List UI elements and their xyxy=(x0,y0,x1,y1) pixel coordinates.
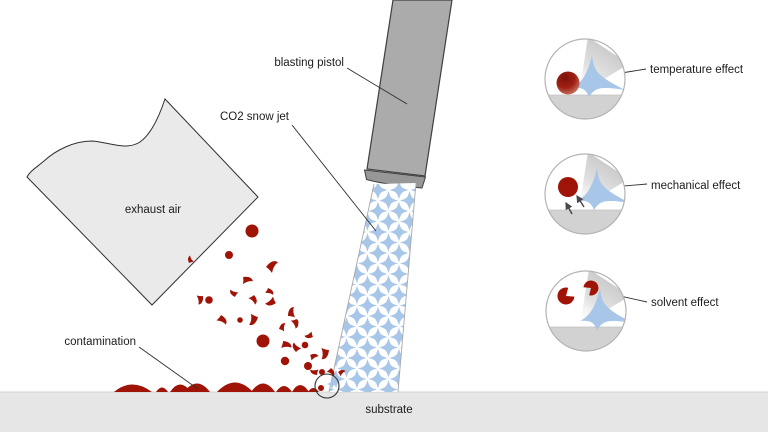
dissolving-particle-icon xyxy=(557,280,599,305)
label-temperature-effect: temperature effect xyxy=(650,64,744,76)
substrate-surface xyxy=(0,391,768,432)
snow-star-icon xyxy=(410,348,416,368)
snow-star-icon xyxy=(306,307,325,326)
inset-substrate xyxy=(546,327,626,351)
snow-star-icon xyxy=(329,264,346,284)
snow-star-icon xyxy=(306,286,325,305)
snow-star-icon xyxy=(329,222,346,242)
label-substrate: substrate xyxy=(365,404,412,416)
inset-solvent-effect xyxy=(545,270,627,352)
snow-star-icon xyxy=(329,285,346,305)
snow-star-icon xyxy=(329,306,346,326)
snow-star-icon xyxy=(410,306,416,326)
label-mechanical-effect: mechanical effect xyxy=(651,180,741,192)
snow-star-icon xyxy=(329,317,335,336)
snow-star-icon xyxy=(337,233,356,252)
inset-substrate xyxy=(545,210,625,234)
snow-star-icon xyxy=(306,244,325,263)
magnifier-icon xyxy=(314,373,340,399)
frozen-particle-icon xyxy=(556,71,580,95)
knocked-particle-icon xyxy=(558,177,578,197)
blasting-pistol xyxy=(363,0,453,189)
exhaust-air-shape xyxy=(26,98,259,306)
snow-star-icon xyxy=(410,369,416,389)
snow-star-icon xyxy=(329,183,346,200)
snow-star-icon xyxy=(410,285,416,305)
label-co2-snow-jet: CO2 snow jet xyxy=(220,111,290,123)
label-contamination: contamination xyxy=(64,336,136,348)
snow-star-icon xyxy=(410,264,416,284)
label-solvent-effect: solvent effect xyxy=(651,297,719,309)
contamination-particles xyxy=(114,224,346,392)
snow-star-icon xyxy=(329,191,335,210)
inset-temperature-effect xyxy=(544,38,626,120)
snow-star-icon xyxy=(410,222,416,242)
snow-star-icon xyxy=(337,212,356,231)
snow-star-icon xyxy=(306,202,325,221)
snow-star-icon xyxy=(329,233,335,252)
snow-star-icon xyxy=(347,183,367,200)
snow-star-icon xyxy=(329,296,335,315)
label-blasting-pistol: blasting pistol xyxy=(274,57,344,69)
snow-star-icon xyxy=(347,201,367,221)
snow-star-icon xyxy=(306,265,325,284)
snow-star-icon xyxy=(329,201,346,221)
leader-contamination xyxy=(138,346,199,390)
snow-star-icon xyxy=(329,275,335,294)
contamination-layer xyxy=(114,382,319,392)
snow-star-icon xyxy=(306,181,325,200)
snow-star-icon xyxy=(410,243,416,263)
impact-arrows-icon xyxy=(565,194,585,215)
label-exhaust-air: exhaust air xyxy=(125,204,181,216)
snow-star-icon xyxy=(329,212,335,231)
snow-star-icon xyxy=(410,327,416,347)
leader-blasting-pistol xyxy=(346,67,408,105)
snow-star-icon xyxy=(400,359,416,378)
snow-star-icon xyxy=(337,254,356,273)
snow-star-icon xyxy=(329,254,335,273)
inset-mechanical-effect xyxy=(544,153,626,235)
co2-snow-jet xyxy=(306,181,417,393)
snow-star-icon xyxy=(306,223,325,242)
leader-co2-snow-jet xyxy=(291,124,377,232)
inset-substrate xyxy=(545,95,625,119)
snow-star-icon xyxy=(329,243,346,263)
